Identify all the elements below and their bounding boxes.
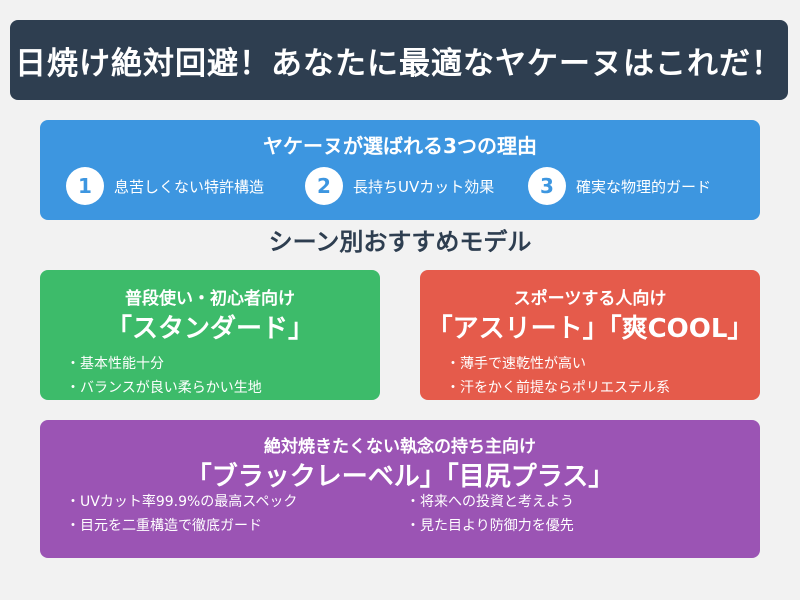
black-label-model-card: 絶対焼きたくない執念の持ち主向け 「ブラックレーベル」「目尻プラス」 UVカット…: [40, 420, 760, 558]
reason-text: 息苦しくない特許構造: [114, 177, 265, 196]
reason-item: 1 息苦しくない特許構造: [66, 167, 265, 205]
card-audience: スポーツする人向け: [513, 289, 667, 309]
card-audience: 普段使い・初心者向け: [125, 289, 295, 309]
feature-item: 将来への投資と考えよう: [406, 490, 574, 514]
feature-item: 見た目より防御力を優先: [406, 514, 574, 538]
number-badge: 1: [66, 167, 104, 205]
card-model-name: 「スタンダード」: [105, 314, 314, 344]
athlete-model-card: スポーツする人向け 「アスリート」「爽COOL」 薄手で速乾性が高い 汗をかく前…: [420, 270, 760, 400]
reasons-panel: ヤケーヌが選ばれる3つの理由 1 息苦しくない特許構造 2 長持ちUVカット効果…: [40, 120, 760, 220]
feature-item: バランスが良い柔らかい生地: [66, 376, 262, 400]
reason-item: 3 確実な物理的ガード: [528, 167, 712, 205]
reason-text: 確実な物理的ガード: [576, 177, 712, 196]
feature-item: 目元を二重構造で徹底ガード: [66, 514, 297, 538]
number-badge: 2: [305, 167, 343, 205]
card-model-name: 「アスリート」「爽COOL」: [426, 314, 754, 344]
feature-item: 薄手で速乾性が高い: [446, 352, 670, 376]
feature-list: 薄手で速乾性が高い 汗をかく前提ならポリエステル系: [446, 352, 670, 400]
title-banner: 日焼け絶対回避！あなたに最適なヤケーヌはこれだ！: [10, 20, 788, 100]
reasons-heading: ヤケーヌが選ばれる3つの理由: [263, 134, 537, 158]
feature-list: 将来への投資と考えよう 見た目より防御力を優先: [406, 490, 574, 538]
feature-item: 基本性能十分: [66, 352, 262, 376]
page-title: 日焼け絶対回避！あなたに最適なヤケーヌはこれだ！: [15, 45, 783, 82]
standard-model-card: 普段使い・初心者向け 「スタンダード」 基本性能十分 バランスが良い柔らかい生地: [40, 270, 380, 400]
feature-item: 汗をかく前提ならポリエステル系: [446, 376, 670, 400]
scene-heading: シーン別おすすめモデル: [268, 228, 532, 256]
reason-text: 長持ちUVカット効果: [353, 177, 495, 196]
number-badge: 3: [528, 167, 566, 205]
feature-list: UVカット率99.9%の最高スペック 目元を二重構造で徹底ガード: [66, 490, 297, 538]
feature-item: UVカット率99.9%の最高スペック: [66, 490, 297, 514]
feature-list: 基本性能十分 バランスが良い柔らかい生地: [66, 352, 262, 400]
reason-item: 2 長持ちUVカット効果: [305, 167, 495, 205]
card-model-name: 「ブラックレーベル」「目尻プラス」: [185, 462, 615, 492]
card-audience: 絶対焼きたくない執念の持ち主向け: [264, 437, 536, 457]
